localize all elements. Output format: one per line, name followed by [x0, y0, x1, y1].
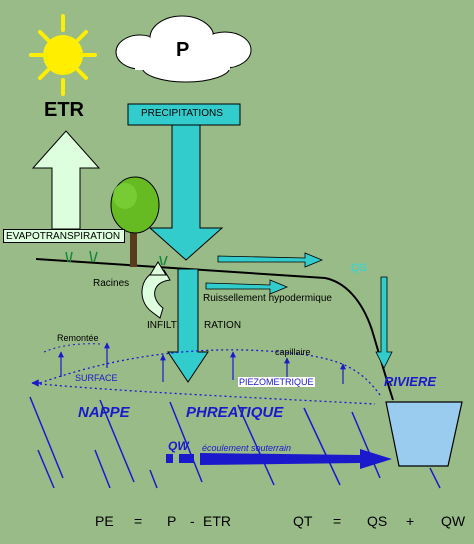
- p-label: P: [176, 39, 190, 61]
- evapotranspiration-box: EVAPOTRANSPIRATION: [3, 229, 125, 243]
- sun-icon: [29, 14, 97, 96]
- precipitation-arrow: [148, 123, 224, 261]
- remontee-label: Remontée: [57, 333, 99, 343]
- piezometrique-label: PIEZOMETRIQUE: [238, 377, 315, 387]
- precipitations-box: [127, 103, 241, 126]
- ration-label: RATION: [204, 320, 242, 331]
- racines-label: Racines: [93, 278, 130, 289]
- eq2-qw: QW: [441, 513, 466, 529]
- infilt-label: INFILT: [147, 320, 177, 331]
- aquifer-hatching: [29, 396, 441, 489]
- groundwater-flow-arrow: [200, 449, 392, 469]
- eq2-lhs: QT: [293, 513, 313, 529]
- tree-icon: [110, 176, 160, 267]
- ruissellement-label: Ruissellement hypodermique: [203, 293, 332, 304]
- precipitations-label: PRECIPITATIONS: [141, 108, 223, 119]
- eq1-equals: =: [134, 513, 143, 529]
- qs-label: QS: [351, 262, 367, 274]
- eq2-plus: +: [406, 513, 415, 529]
- roots-arrow: [141, 269, 171, 319]
- riviere-label: RIVIERE: [384, 374, 437, 389]
- surface-label: SURFACE: [75, 373, 118, 383]
- capillary-arrows: [58, 342, 346, 384]
- qw-square-2: [179, 454, 194, 463]
- eq1-p: P: [167, 513, 177, 529]
- runoff-arrow-1: [217, 252, 324, 268]
- eq1-etr: ETR: [203, 513, 231, 529]
- grass-icon: [65, 250, 168, 266]
- etr-label: ETR: [44, 99, 84, 121]
- capillaire-label: capillaire: [275, 347, 311, 357]
- river-bucket: [385, 401, 463, 467]
- qs-arrow: [375, 276, 393, 369]
- evapotranspiration-label: EVAPOTRANSPIRATION: [6, 231, 121, 242]
- eq1-minus: -: [190, 513, 195, 529]
- eq2-qs: QS: [367, 513, 388, 529]
- evapotranspiration-arrow: [31, 130, 101, 230]
- ecoulement-label: écoulement souterrain: [202, 443, 292, 453]
- water-table-line: [39, 349, 381, 396]
- runoff-arrow-2: [205, 279, 289, 295]
- cloud-fill: [117, 17, 250, 81]
- qw-label: QW: [168, 439, 189, 453]
- river-bank-line: [324, 277, 394, 401]
- eq1-lhs: PE: [95, 513, 114, 529]
- nappe-label: NAPPE: [78, 404, 130, 421]
- qw-square-1: [166, 454, 173, 463]
- eq2-equals: =: [333, 513, 342, 529]
- phreatique-label: PHREATIQUE: [186, 404, 284, 421]
